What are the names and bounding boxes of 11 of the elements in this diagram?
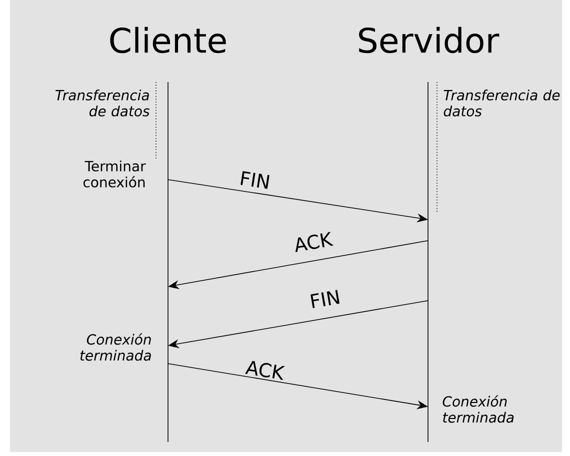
lifeline-heading: Servidor: [359, 26, 500, 54]
edge-label: ACK: [292, 230, 334, 254]
note-text: Terminar conexión: [83, 160, 146, 188]
note-text: Transferencia de datos: [444, 90, 560, 116]
note-text: Conexión terminada: [80, 333, 151, 361]
edge-label: FIN: [238, 170, 272, 190]
edge-label: ACK: [244, 358, 286, 382]
edge-label: FIN: [308, 288, 342, 310]
lifeline-heading: Cliente: [110, 26, 226, 54]
note-text: Transferencia de datos: [55, 90, 150, 116]
note-text: Conexión terminada: [442, 395, 514, 423]
